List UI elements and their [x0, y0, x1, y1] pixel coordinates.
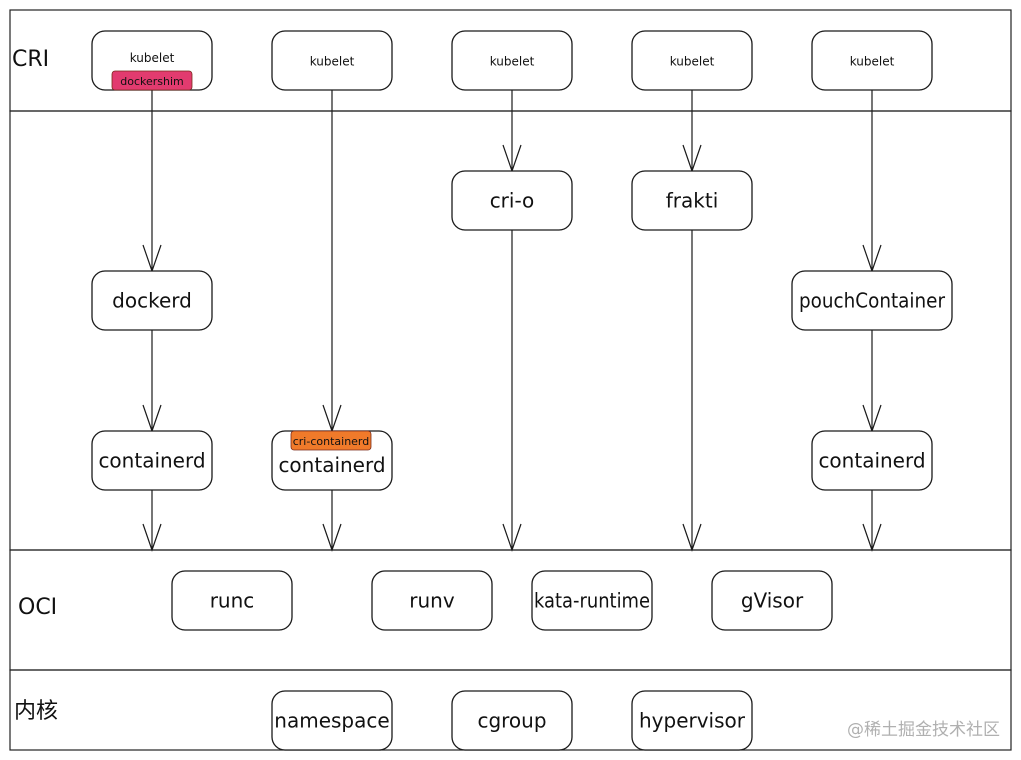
edge-arrow [322, 490, 342, 552]
node-box [811, 30, 933, 91]
edge-arrow [502, 230, 522, 552]
node-box [531, 570, 653, 631]
node-label: containerd [818, 449, 925, 473]
node-runv: runv [371, 570, 493, 631]
layer-label-oci: OCI [18, 595, 57, 620]
edge-arrow [142, 330, 162, 433]
edges [142, 90, 882, 552]
node-label: kubelet [670, 55, 715, 69]
layer-band-oci [9, 549, 1012, 671]
layer-label-cri: CRI [12, 47, 49, 72]
node-label: containerd [98, 449, 205, 473]
edge-arrow [862, 490, 882, 552]
node-label: frakti [666, 189, 719, 213]
node-containerd2: containerd cri-containerd [271, 430, 393, 491]
layer-band-cri [9, 9, 1012, 112]
node-kata: kata-runtime [531, 570, 653, 631]
node-box [791, 270, 953, 331]
edge-arrow [142, 490, 162, 552]
node-box [811, 430, 933, 491]
node-hypervisor: hypervisor [631, 690, 753, 751]
node-label: gVisor [741, 589, 804, 613]
node-box [631, 690, 753, 751]
node-kubelet1: kubelet dockershim [91, 30, 213, 91]
node-label: kata-runtime [534, 589, 650, 613]
node-frakti: frakti [631, 170, 753, 231]
node-kubelet4: kubelet [631, 30, 753, 91]
node-box [371, 570, 493, 631]
node-label: kubelet [130, 51, 175, 65]
node-containerd1: containerd [91, 430, 213, 491]
node-kubelet2: kubelet [271, 30, 393, 91]
node-kubelet3: kubelet [451, 30, 573, 91]
node-namespace: namespace [271, 690, 393, 751]
layer-bands: CRI OCI 内核 [9, 9, 1012, 751]
node-pouch: pouchContainer [791, 270, 953, 331]
node-box [451, 170, 573, 231]
node-label: runc [210, 589, 255, 613]
node-containerd3: containerd [811, 430, 933, 491]
node-label: kubelet [310, 55, 355, 69]
edge-arrow [322, 90, 342, 433]
node-kubelet5: kubelet [811, 30, 933, 91]
node-box [271, 30, 393, 91]
node-tag-badge [290, 430, 372, 451]
node-tag-badge [111, 70, 193, 91]
watermark-text: @稀土掘金技术社区 [847, 720, 1000, 740]
node-box [451, 30, 573, 91]
node-label: dockerd [112, 289, 192, 313]
edge-arrow [502, 90, 522, 173]
node-crio: cri-o [451, 170, 573, 231]
node-label: kubelet [850, 55, 895, 69]
node-label: containerd [278, 453, 385, 477]
node-label: cri-o [490, 189, 535, 213]
node-box [711, 570, 833, 631]
node-box [91, 430, 213, 491]
node-box [631, 170, 753, 231]
node-label: runv [409, 589, 455, 613]
node-tag-label: dockershim [120, 75, 184, 88]
node-label: namespace [274, 709, 389, 733]
node-label: kubelet [490, 55, 535, 69]
edge-arrow [862, 90, 882, 273]
node-box [631, 30, 753, 91]
node-gvisor: gVisor [711, 570, 833, 631]
node-runc: runc [171, 570, 293, 631]
node-label: hypervisor [639, 709, 746, 733]
edge-arrow [142, 90, 162, 273]
node-box [171, 570, 293, 631]
node-cgroup: cgroup [451, 690, 573, 751]
edge-arrow [862, 330, 882, 433]
edge-arrow [682, 90, 702, 173]
node-box [271, 690, 393, 751]
layer-label-kernel: 内核 [14, 699, 58, 724]
node-tag-label: cri-containerd [293, 435, 370, 448]
node-box [91, 270, 213, 331]
node-label: cgroup [477, 709, 546, 733]
node-label: pouchContainer [799, 289, 946, 313]
edge-arrow [682, 230, 702, 552]
node-dockerd: dockerd [91, 270, 213, 331]
node-box [451, 690, 573, 751]
